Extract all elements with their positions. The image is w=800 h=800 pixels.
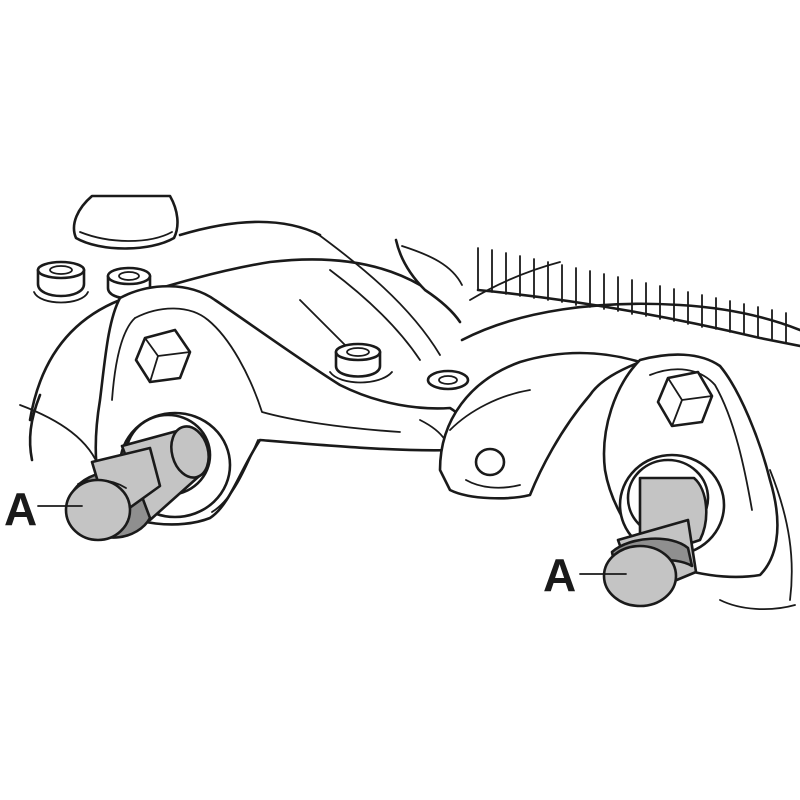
flywheel-ring xyxy=(476,247,800,348)
stud-nut xyxy=(329,342,393,384)
cylinder-head-cap xyxy=(72,194,179,250)
locking-pin-right xyxy=(602,476,708,608)
callout-label-right: A xyxy=(543,549,577,601)
stud-nut xyxy=(33,260,89,304)
crankshaft-hub xyxy=(438,351,642,500)
casing-lower-right xyxy=(719,469,796,610)
hex-bolt-right xyxy=(656,370,714,428)
hex-bolt-left xyxy=(134,328,192,384)
engine-casting xyxy=(19,220,800,471)
callout-label-left: A xyxy=(4,483,38,535)
locking-pin-left xyxy=(64,425,210,542)
stud-nuts xyxy=(33,260,470,391)
stud-nut xyxy=(426,369,470,391)
